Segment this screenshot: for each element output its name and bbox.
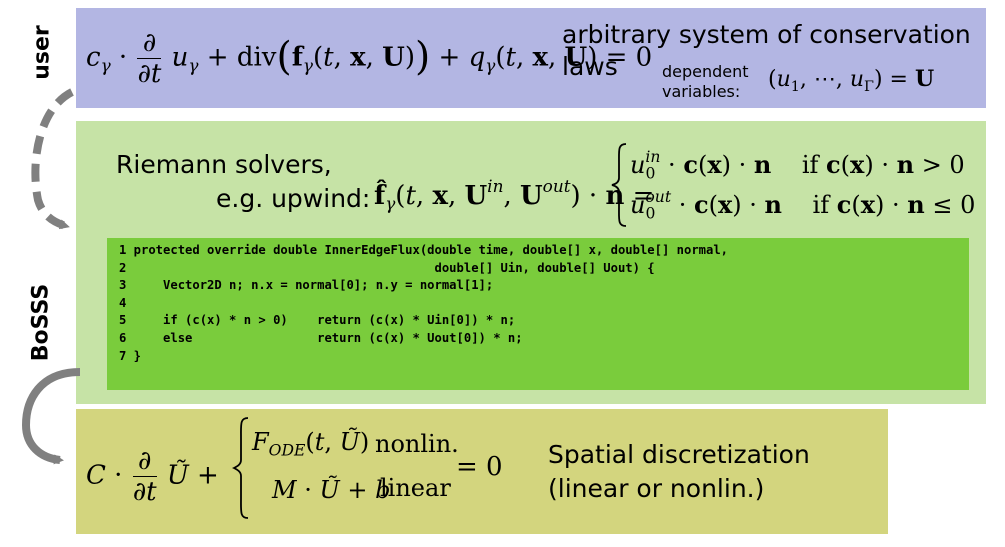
arrow-user-to-bosss [31, 88, 75, 230]
spatial-panel [76, 409, 888, 534]
spatial-cases-brace [232, 417, 249, 519]
upwind-case-1: u0in · c(x) · n if c(x) · n > 0 [630, 148, 965, 183]
nonlin-label: nonlin. [375, 430, 459, 458]
user-panel [76, 8, 986, 108]
spatial-description-2: (linear or nonlin.) [548, 474, 765, 503]
riemann-solvers-text: Riemann solvers, [116, 150, 332, 179]
arrow-bosss-to-spatial [21, 368, 81, 465]
equation-description-2: laws [562, 52, 618, 81]
spatial-equation-lhs: C · ∂∂t Ũ + [86, 446, 219, 507]
dependent-label: dependent [662, 62, 749, 81]
upwind-text: e.g. upwind: [216, 184, 371, 213]
code-text: 1 protected override double InnerEdgeFlu… [107, 238, 969, 365]
upwind-cases-brace [611, 143, 627, 227]
code-line-4: 4 [119, 295, 127, 310]
spatial-equals-zero: = 0 [456, 452, 503, 482]
variables-label: variables: [662, 82, 741, 101]
upwind-case-2: u0out · c(x) · n if c(x) · n ≤ 0 [630, 188, 976, 223]
spatial-description: Spatial discretization [548, 440, 810, 469]
spatial-case-linear: M · Ũ + b [272, 476, 391, 504]
dependent-variables-formula: (u1, ⋯, uΓ) = U [768, 66, 935, 95]
code-line-5: 5 if (c(x) * n > 0) return (c(x) * Uin[0… [119, 313, 516, 328]
code-listing: 1 protected override double InnerEdgeFlu… [107, 238, 969, 390]
code-line-6: 6 else return (c(x) * Uout[0]) * n; [119, 330, 523, 345]
conservation-law-equation: cγ · ∂∂t uγ + div(fγ(t, x, U)) + qγ(t, x… [86, 28, 653, 89]
code-line-3: 3 Vector2D n; n.x = normal[0]; n.y = nor… [119, 278, 494, 293]
code-line-2: 2 double[] Uin, double[] Uout) { [119, 260, 655, 275]
spatial-case-nonlin: FODE(t, Ũ) [252, 428, 370, 460]
linear-label: linear [380, 474, 451, 502]
code-line-7: 7 } [119, 348, 142, 363]
equation-description: arbitrary system of conservation [562, 20, 971, 49]
upwind-flux-lhs: f̂γ(t, x, Uin, Uout) · n = [374, 176, 655, 214]
code-line-1: 1 protected override double InnerEdgeFlu… [119, 243, 729, 257]
